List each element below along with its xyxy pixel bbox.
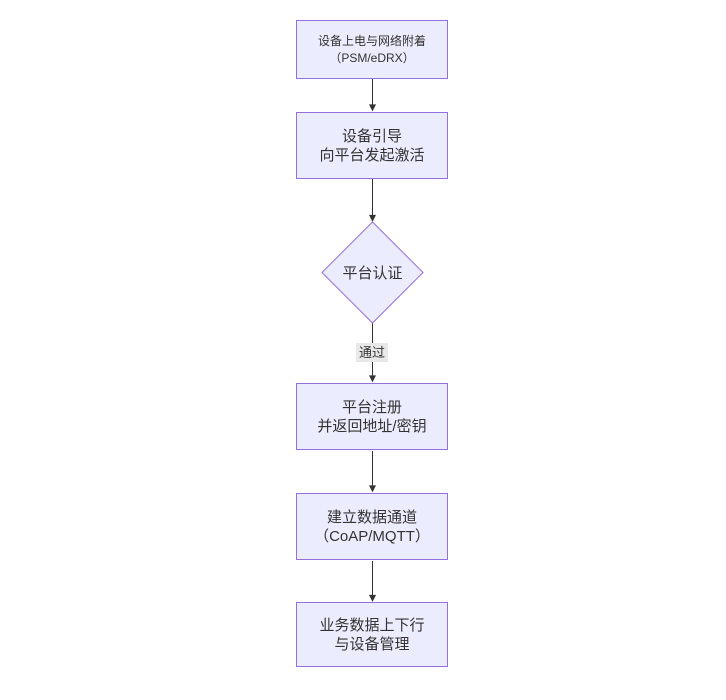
node-text-line: （PSM/eDRX） — [329, 50, 415, 65]
flow-node-platform-register: 平台注册 并返回地址/密钥 — [296, 383, 448, 450]
node-text-line: （CoAP/MQTT） — [314, 527, 430, 545]
node-text-line: 设备上电与网络附着 — [317, 33, 426, 48]
edge-label-pass: 通过 — [355, 343, 389, 362]
node-text-line: 并返回地址/密钥 — [317, 417, 427, 435]
decision-diamond-shape — [321, 221, 424, 324]
flow-node-data-channel: 建立数据通道 （CoAP/MQTT） — [296, 493, 448, 560]
flow-node-business-data: 业务数据上下行 与设备管理 — [296, 602, 448, 667]
decision-platform-auth: 平台认证 — [322, 222, 423, 322]
node-text-line: 向平台发起激活 — [319, 146, 425, 164]
node-text-line: 建立数据通道 — [326, 508, 417, 526]
node-text-line: 设备引导 — [341, 127, 402, 145]
flow-node-device-bootstrap: 设备引导 向平台发起激活 — [296, 112, 448, 179]
node-text-line: 与设备管理 — [334, 635, 410, 653]
node-text-line: 平台注册 — [341, 398, 402, 416]
flow-node-power-network-attach: 设备上电与网络附着 （PSM/eDRX） — [296, 20, 448, 79]
node-text-line: 平台认证 — [342, 264, 403, 282]
node-text-line: 业务数据上下行 — [319, 616, 425, 634]
